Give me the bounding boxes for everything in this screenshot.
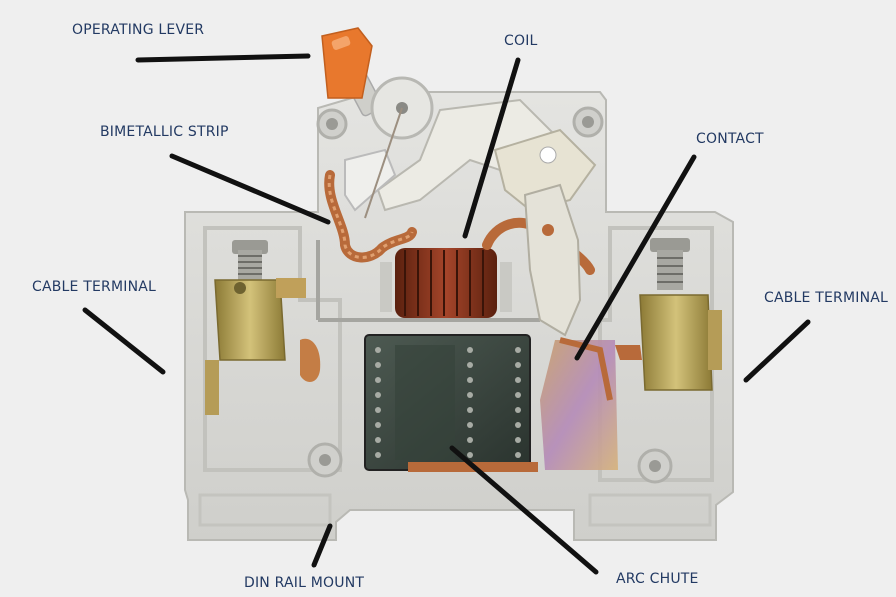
leader-lines <box>82 53 811 575</box>
leader-contact <box>574 154 697 361</box>
operating-lever <box>321 27 434 140</box>
label-din-rail-mount: DIN RAIL MOUNT <box>244 575 365 591</box>
bimetallic-strip <box>316 170 540 322</box>
cable-terminal-right <box>615 238 722 391</box>
arc-chute <box>364 334 538 472</box>
leader-bimetallic-strip <box>169 153 331 225</box>
label-coil: COIL <box>504 33 538 49</box>
label-cable-terminal-right: CABLE TERMINAL <box>764 290 889 306</box>
label-cable-terminal-left: CABLE TERMINAL <box>32 279 157 295</box>
leader-din-rail-mount <box>311 523 333 568</box>
label-bimetallic-strip: BIMETALLIC STRIP <box>100 124 229 140</box>
label-operating-lever: OPERATING LEVER <box>72 22 205 38</box>
leader-cable-terminal-right <box>743 319 811 383</box>
label-arc-chute: ARC CHUTE <box>616 571 699 587</box>
leader-coil <box>462 57 521 239</box>
latch-mechanism <box>344 98 597 219</box>
label-contact: CONTACT <box>696 131 764 147</box>
cable-terminal-left <box>205 240 321 415</box>
leader-cable-terminal-left <box>82 307 166 375</box>
leader-arc-chute <box>449 445 599 575</box>
leader-operating-lever <box>135 53 311 63</box>
contact-assembly <box>523 183 618 470</box>
